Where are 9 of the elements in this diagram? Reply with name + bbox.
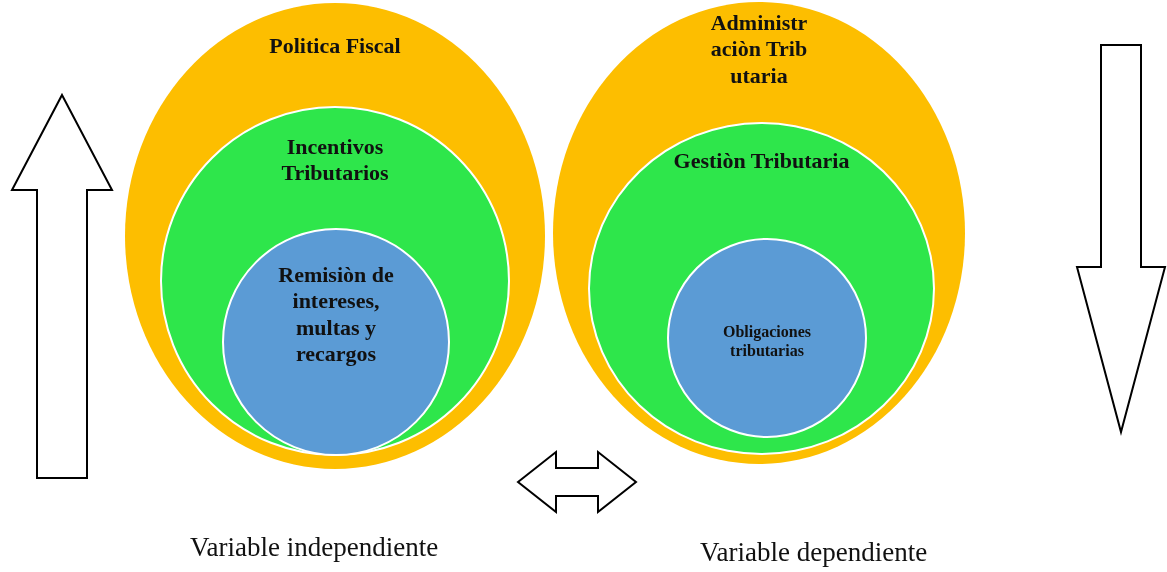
circle-label: Incentivos Tributarios: [280, 134, 390, 187]
circle-label: Politica Fiscal: [268, 33, 402, 60]
caption-text: Variable independiente: [190, 532, 439, 563]
circle-label: Administraciòn Tributaria: [709, 10, 809, 90]
circle-label: Gestiòn Tributaria: [672, 148, 851, 175]
double-arrow: [516, 449, 638, 515]
caption-text: Variable dependiente: [700, 537, 928, 568]
circle-label: Remisiòn de intereses, multas y recargos: [277, 262, 395, 368]
circle-label: Obligaciones tributarias: [722, 322, 812, 361]
